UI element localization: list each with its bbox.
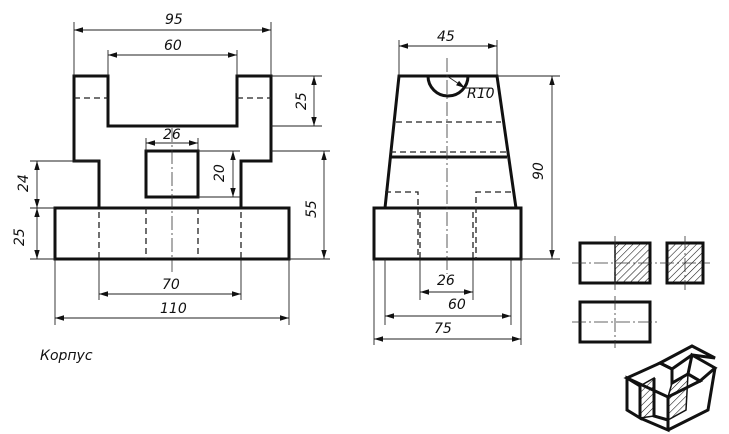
dim-26-side: 26 [437, 273, 455, 289]
dim-25-base: 25 [12, 228, 28, 246]
dim-45: 45 [437, 29, 455, 45]
dim-95: 95 [165, 12, 183, 28]
dim-90: 90 [531, 162, 547, 180]
dim-25-upper: 25 [294, 92, 310, 110]
dim-55: 55 [304, 200, 320, 218]
dim-r10: R10 [467, 86, 495, 102]
front-view: 95 60 26 20 25 55 24 25 [12, 12, 330, 364]
section-sketches [572, 236, 710, 348]
side-view: 45 R10 90 26 60 75 [372, 29, 560, 345]
dim-75: 75 [434, 321, 452, 337]
dim-60-top: 60 [164, 38, 182, 54]
dim-110: 110 [160, 301, 187, 317]
caption: Корпус [40, 348, 93, 364]
isometric-sketch [623, 344, 718, 433]
dim-26-front: 26 [163, 127, 181, 143]
dim-24: 24 [16, 174, 32, 192]
side-view-base [372, 206, 523, 261]
side-view-arc [426, 75, 470, 98]
dim-20: 20 [212, 164, 228, 182]
dim-70: 70 [162, 277, 180, 293]
dim-60-side: 60 [448, 297, 466, 313]
